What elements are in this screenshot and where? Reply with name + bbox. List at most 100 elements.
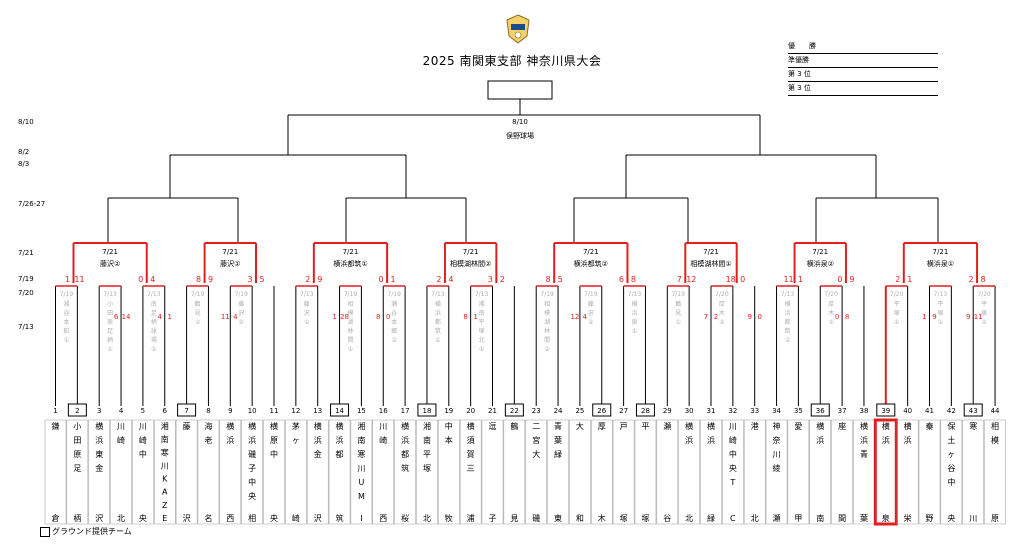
team-name-char: 金: [314, 449, 322, 459]
team-cell: [918, 419, 941, 525]
team-name-char: 見: [510, 514, 518, 523]
team-name-char: 港: [751, 421, 759, 431]
game-venue-char: ②: [588, 319, 594, 326]
game-date: 7/19: [584, 291, 598, 298]
block-score: 4: [150, 275, 155, 284]
team-name-char: C: [730, 514, 736, 523]
team-number: 39: [881, 407, 890, 415]
team-number: 6: [163, 407, 168, 415]
game-date: 7/19: [191, 291, 205, 298]
block-score: 2: [969, 275, 974, 284]
team-cell: [612, 419, 635, 525]
team-number: 37: [838, 407, 847, 415]
date-label-d810: 8/10: [18, 118, 34, 126]
team-name-char: M: [358, 492, 365, 501]
team-number: 22: [510, 407, 519, 415]
game-venue-char: 足: [107, 328, 113, 335]
team-number-box: [417, 403, 437, 417]
date-label-d726: 7/26-27: [18, 200, 45, 208]
block-score: 9: [317, 275, 322, 284]
game-score: 12: [570, 313, 579, 321]
team-cell: [88, 419, 110, 525]
team-name-char: 戸: [620, 422, 628, 431]
team-number: 15: [357, 407, 366, 415]
team-number: 31: [707, 407, 716, 415]
team-name-char: Z: [162, 501, 168, 510]
team-name-char: 宮: [532, 435, 540, 445]
team-number-box: [810, 403, 830, 417]
game-venue-char: 鶴: [675, 300, 681, 308]
block-venue: 藤沢①: [220, 259, 240, 268]
team-name-char: 浜: [685, 435, 693, 445]
game-score: 1: [168, 313, 172, 321]
team-name-char: 和: [576, 514, 584, 523]
team-number: 23: [532, 407, 541, 415]
block-score: 8: [546, 275, 551, 284]
team-name-char: 沢: [314, 514, 322, 523]
team-number: 32: [728, 407, 737, 415]
team-name-char: 平: [641, 422, 649, 431]
team-cell: [175, 419, 198, 525]
team-name-char: A: [162, 488, 168, 497]
game-venue-char: 厚: [828, 301, 834, 308]
team-name-char: 塚: [641, 514, 649, 523]
team-name-char: 川: [729, 422, 737, 431]
team-name-char: 湘: [423, 421, 431, 431]
game-venue-char: 都: [784, 318, 790, 326]
game-venue-char: 原: [107, 319, 113, 326]
game-venue-char: ②: [981, 319, 987, 326]
block-score: 11: [74, 275, 84, 284]
game-date: 7/19: [344, 291, 358, 298]
team-name-char: 綾: [773, 463, 781, 473]
team-cell: [765, 419, 788, 525]
team-name-char: 子: [248, 464, 256, 473]
team-name-char: 北: [685, 514, 693, 523]
team-cell: [372, 419, 394, 525]
team-name-char: 海: [204, 421, 212, 431]
team-name-char: 緑: [707, 513, 715, 523]
team-name-char: 央: [270, 513, 278, 523]
game-date: 7/13: [431, 291, 445, 298]
block-score: 2: [500, 275, 505, 284]
game-date: 7/13: [147, 291, 161, 298]
team-name-char: 南: [423, 435, 431, 445]
block-score: 9: [208, 275, 213, 284]
team-cell: [132, 419, 154, 525]
team-name-char: 南: [161, 434, 169, 444]
team-name-char: 浜: [336, 435, 344, 445]
block-score: 3: [488, 275, 493, 284]
block-score: 8: [981, 275, 986, 284]
team-number: 29: [663, 407, 672, 415]
team-number: 7: [184, 407, 188, 415]
team-number-box: [963, 403, 983, 417]
game-score: 11: [221, 313, 230, 321]
team-name-char: 横: [904, 421, 912, 431]
game-venue-char: 相: [544, 300, 550, 308]
game-venue-char: 谷: [391, 309, 397, 317]
game-venue-char: 塚: [894, 309, 900, 317]
team-name-char: 小: [73, 422, 81, 431]
block-score: 8: [631, 275, 636, 284]
game-venue-char: 木: [719, 309, 725, 317]
team-name-char: 川: [379, 422, 387, 431]
team-name-char: 北: [423, 514, 431, 523]
block-venue: 相模湖林間①: [690, 259, 731, 268]
team-name-char: 崎: [729, 435, 737, 445]
game-venue-char: 浜: [435, 309, 441, 317]
team-name-char: 土: [947, 435, 955, 445]
game-date: 7/19: [540, 291, 554, 298]
team-name-char: 塚: [620, 514, 628, 523]
team-name-char: 横: [336, 421, 344, 431]
team-cell: [743, 419, 766, 525]
team-number: 9: [228, 407, 232, 415]
team-name-char: 浜: [707, 435, 715, 445]
block-venue: 横浜泉①: [927, 259, 954, 268]
team-name-char: 央: [248, 491, 256, 501]
team-name-char: 二: [532, 422, 540, 431]
game-date: 7/13: [781, 291, 795, 298]
team-name-char: 横: [816, 421, 824, 431]
team-name-char: 浜: [904, 435, 912, 445]
game-venue-char: ①: [64, 337, 69, 344]
team-name-char: 浜: [226, 435, 234, 445]
team-name-char: 横: [882, 421, 890, 431]
